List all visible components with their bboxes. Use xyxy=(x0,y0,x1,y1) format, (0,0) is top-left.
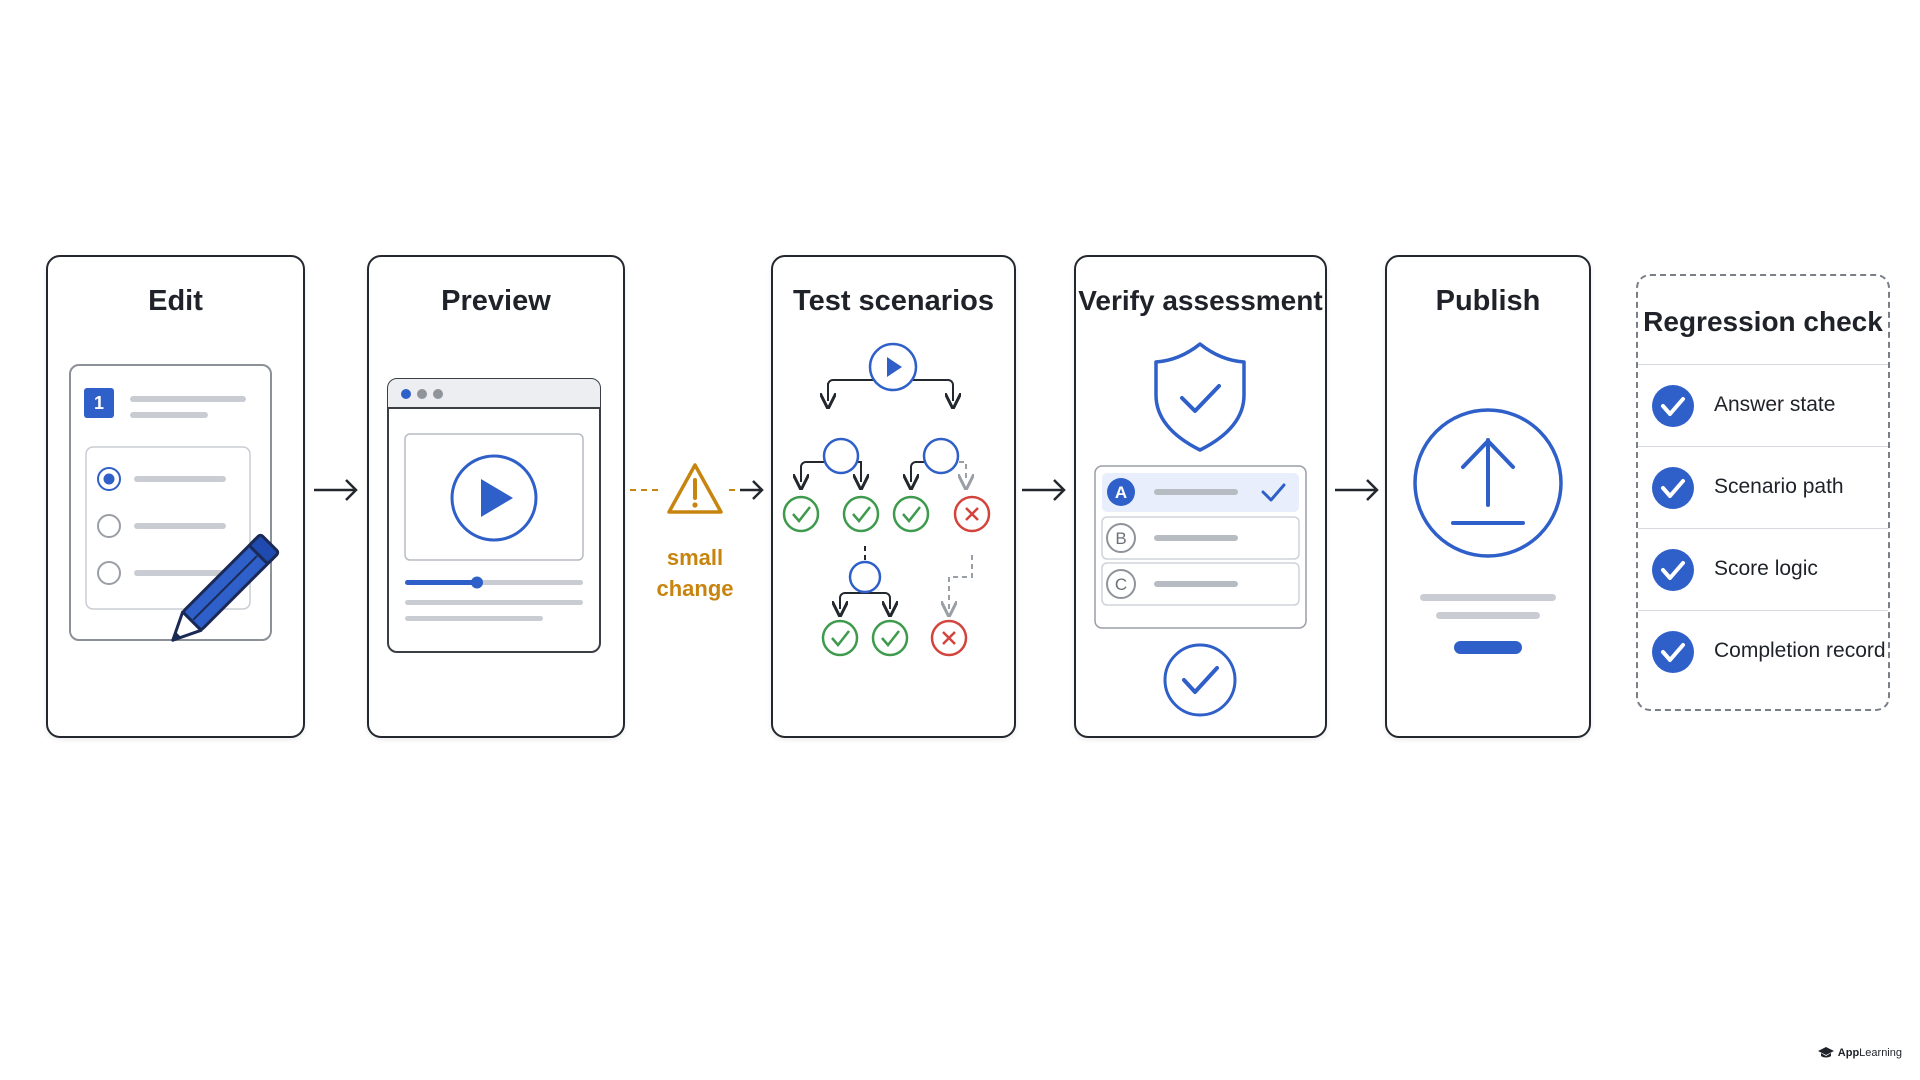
test-scenarios-title: Test scenarios xyxy=(793,285,994,317)
branch-node xyxy=(922,437,960,475)
option-c-label: C xyxy=(1115,575,1127,594)
test-scenarios-card: Test scenarios xyxy=(771,255,1016,738)
preview-card: Preview xyxy=(367,255,625,738)
warning-label: small change xyxy=(656,545,734,601)
check-icon xyxy=(1261,483,1286,502)
regression-check-panel: Regression check Answer state Scenario p… xyxy=(1636,274,1890,711)
warning-icon xyxy=(667,463,723,514)
pass-icon xyxy=(782,495,820,533)
regression-item: Completion record xyxy=(1638,610,1888,693)
regression-item: Scenario path xyxy=(1638,446,1888,529)
start-node xyxy=(868,342,918,392)
pass-icon xyxy=(842,495,880,533)
option-a-label: A xyxy=(1115,483,1127,502)
pass-icon xyxy=(871,619,909,657)
brand-name-prefix: App xyxy=(1837,1047,1860,1059)
fail-icon xyxy=(953,495,991,533)
edit-title: Edit xyxy=(148,285,203,317)
brand-logo: AppLearning xyxy=(1817,1046,1902,1060)
regression-item: Score logic xyxy=(1638,528,1888,611)
verify-illustration: A B C xyxy=(1094,342,1307,717)
check-circle-icon xyxy=(1652,631,1694,673)
regression-item-label: Answer state xyxy=(1714,393,1836,416)
pass-icon xyxy=(892,495,930,533)
play-icon xyxy=(450,454,538,542)
upload-icon xyxy=(1413,408,1563,558)
publish-illustration xyxy=(1413,408,1563,654)
graduation-cap-icon xyxy=(1817,1047,1834,1058)
arrow-tests-verify xyxy=(1022,479,1066,501)
question-number: 1 xyxy=(94,393,104,413)
fail-icon xyxy=(930,619,968,657)
check-circle-icon xyxy=(1652,549,1694,591)
verify-card: Verify assessment A B C xyxy=(1074,255,1327,738)
warning-connector xyxy=(630,463,764,514)
publish-card: Publish xyxy=(1385,255,1591,738)
edit-card: Edit 1 xyxy=(46,255,305,738)
scenario-tree xyxy=(782,342,991,657)
publish-title: Publish xyxy=(1435,285,1541,317)
verify-title: Verify assessment xyxy=(1078,285,1323,316)
regression-item-label: Scenario path xyxy=(1714,475,1844,498)
check-circle-icon xyxy=(1163,643,1237,717)
arrow-edit-preview xyxy=(314,479,358,501)
check-circle-icon xyxy=(1652,385,1694,427)
regression-item-label: Score logic xyxy=(1714,557,1818,580)
branch-node xyxy=(848,560,882,594)
pass-icon xyxy=(821,619,859,657)
edit-illustration: 1 xyxy=(69,364,280,642)
branch-node xyxy=(822,437,860,475)
arrow-verify-publish xyxy=(1335,479,1379,501)
regression-item: Answer state xyxy=(1638,364,1888,447)
brand-name-suffix: Learning xyxy=(1859,1047,1902,1059)
preview-illustration xyxy=(387,378,601,653)
regression-check-title: Regression check xyxy=(1643,306,1883,337)
check-circle-icon xyxy=(1652,467,1694,509)
option-b-label: B xyxy=(1115,529,1126,548)
regression-item-label: Completion record xyxy=(1714,639,1886,662)
shield-check-icon xyxy=(1154,342,1246,452)
pencil-icon xyxy=(171,533,280,642)
preview-title: Preview xyxy=(441,285,551,317)
